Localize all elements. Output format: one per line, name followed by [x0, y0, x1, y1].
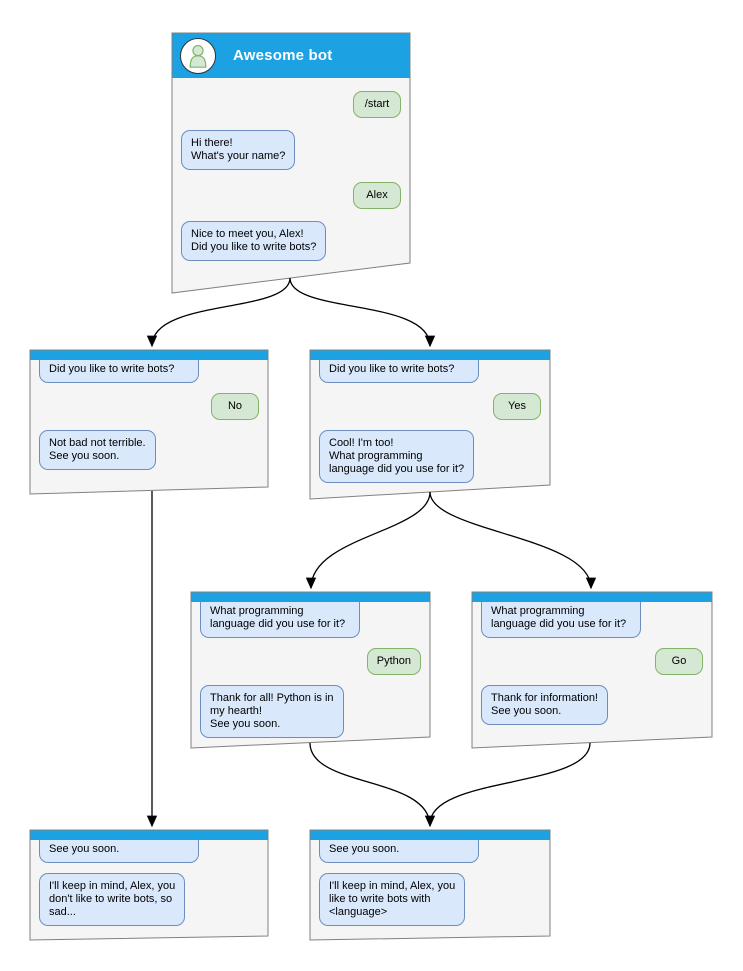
arrow-go-to-end: [429, 742, 591, 825]
user-message-bubble: No: [211, 393, 259, 420]
message-list: See you soon. I'll keep in mind, Alex, yo…: [30, 840, 268, 926]
arrow-yes-to-go: [429, 491, 597, 590]
chat-window-language-go: What programming language did you use fo…: [472, 592, 712, 748]
bot-message-bubble: Cool! I'm too! What programming language…: [319, 430, 475, 483]
user-message-bubble: Alex: [353, 182, 401, 209]
arrow-yes-to-python: [305, 491, 431, 590]
bot-message-bubble: What programming language did you use fo…: [200, 602, 360, 638]
message-list: See you soon. I'll keep in mind, Alex, yo…: [310, 840, 550, 926]
chat-window-end-no: See you soon. I'll keep in mind, Alex, yo…: [30, 830, 268, 940]
chat-header: [30, 830, 268, 840]
bot-message-bubble: Did you like to write bots?: [319, 360, 479, 383]
chat-header: Awesome bot: [172, 33, 410, 78]
chat-header: [30, 350, 268, 360]
arrow-start-to-yes: [289, 277, 436, 348]
chat-header: [472, 592, 712, 602]
chat-window-end-yes: See you soon. I'll keep in mind, Alex, yo…: [310, 830, 550, 940]
chat-window-language-python: What programming language did you use fo…: [191, 592, 430, 748]
arrow-python-to-end: [309, 742, 436, 828]
bot-message-bubble: Hi there! What's your name?: [181, 130, 296, 170]
user-message-bubble: Python: [366, 648, 421, 675]
user-message-bubble: Go: [655, 648, 703, 675]
bot-message-bubble: I'll keep in mind, Alex, you don't like …: [39, 873, 186, 926]
chat-window-start: Awesome bot /start Hi there! What's your …: [172, 33, 410, 293]
user-message-bubble: /start: [353, 91, 401, 118]
bot-message-bubble: Did you like to write bots?: [39, 360, 199, 383]
bot-message-bubble: See you soon.: [39, 840, 199, 863]
bot-message-bubble: Not bad not terrible. See you soon.: [39, 430, 156, 470]
user-message-bubble: Yes: [493, 393, 541, 420]
bot-message-bubble: What programming language did you use fo…: [481, 602, 641, 638]
message-list: What programming language did you use fo…: [472, 602, 712, 725]
bot-message-bubble: I'll keep in mind, Alex, you like to wri…: [319, 873, 466, 926]
bot-message-bubble: See you soon.: [319, 840, 479, 863]
person-icon: [189, 44, 207, 68]
message-list: What programming language did you use fo…: [191, 602, 430, 738]
chat-header: [310, 350, 550, 360]
chat-header: [191, 592, 430, 602]
bot-message-bubble: Nice to meet you, Alex! Did you like to …: [181, 221, 327, 261]
bot-avatar: [180, 37, 216, 74]
bot-message-bubble: Thank for all! Python is in my hearth! S…: [200, 685, 344, 738]
bot-message-bubble: Thank for information! See you soon.: [481, 685, 608, 725]
bot-title: Awesome bot: [233, 47, 333, 64]
chat-header: [310, 830, 550, 840]
